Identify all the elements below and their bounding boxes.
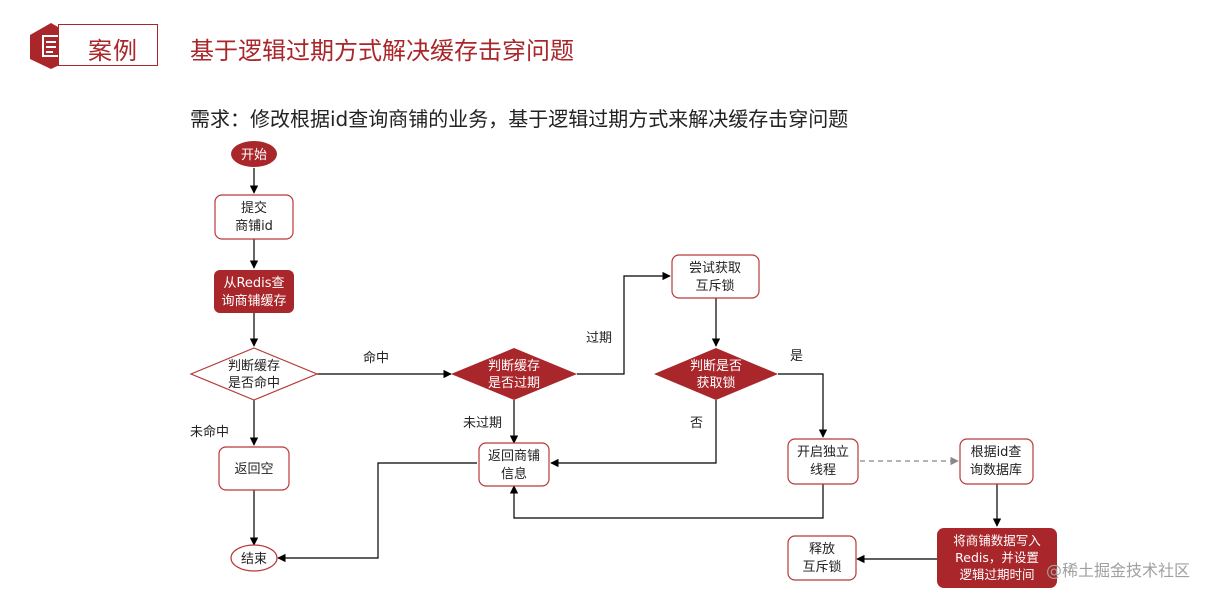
query-db-label-2: 询数据库 — [970, 462, 1022, 478]
start-label: 开始 — [241, 148, 267, 163]
return-null-node — [218, 446, 290, 491]
release-lock-label-2: 互斥锁 — [802, 559, 841, 575]
release-lock-label-1: 释放 — [809, 542, 835, 557]
check-expired-label-2: 是否过期 — [488, 376, 540, 391]
open-thread-node — [787, 438, 859, 485]
case-badge — [58, 24, 158, 66]
return-shop-label-2: 信息 — [501, 466, 527, 482]
edge-thread-returnshop — [509, 484, 824, 519]
submit-label-2: 商铺id — [235, 219, 273, 234]
query-redis-label-1: 从Redis查 — [223, 276, 284, 291]
edge-returnshop-end — [277, 462, 477, 563]
label-miss: 未命中 — [190, 424, 229, 440]
check-lock-node — [654, 348, 778, 400]
label-hit: 命中 — [363, 350, 389, 366]
end-label: 结束 — [241, 552, 267, 567]
edge-expired-trylock — [577, 271, 671, 375]
write-redis-node — [937, 528, 1057, 588]
edge-checklock-returnshop — [550, 400, 717, 468]
try-lock-node — [671, 254, 760, 299]
edge-checklock-thread — [778, 373, 828, 438]
write-redis-label-2: Redis，并设置 — [955, 550, 1039, 565]
write-redis-label-1: 将商铺数据写入 — [953, 533, 1041, 548]
try-lock-label-2: 互斥锁 — [695, 278, 734, 294]
query-db-label-1: 根据id查 — [971, 445, 1022, 460]
check-hit-label-1: 判断缓存 — [228, 359, 280, 374]
try-lock-label-1: 尝试获取 — [689, 261, 741, 276]
query-redis-label-2: 询商铺缓存 — [221, 294, 286, 309]
label-expired: 过期 — [586, 331, 612, 346]
check-lock-label-2: 获取锁 — [696, 375, 735, 391]
return-null-label: 返回空 — [234, 462, 273, 477]
label-not-expired: 未过期 — [463, 416, 502, 431]
label-yes: 是 — [790, 349, 803, 364]
check-hit-node — [189, 347, 319, 401]
check-expired-label-1: 判断缓存 — [488, 359, 540, 374]
case-badge-label: 案例 — [88, 37, 138, 65]
return-shop-node — [478, 442, 550, 487]
page-title: 基于逻辑过期方式解决缓存击穿问题 — [190, 37, 574, 65]
watermark: @稀土掘金技术社区 — [1046, 561, 1191, 580]
check-expired-node — [451, 348, 577, 400]
open-thread-label-2: 线程 — [810, 463, 836, 478]
return-shop-label-1: 返回商铺 — [488, 449, 540, 464]
query-db-node — [959, 438, 1034, 485]
check-lock-label-1: 判断是否 — [690, 359, 742, 374]
start-node — [231, 141, 277, 167]
query-redis-node — [214, 270, 294, 313]
end-node — [230, 544, 278, 572]
release-lock-node — [787, 535, 857, 581]
header: 案例 基于逻辑过期方式解决缓存击穿问题 — [0, 0, 1225, 90]
submit-label-1: 提交 — [241, 200, 267, 216]
write-redis-label-3: 逻辑过期时间 — [959, 567, 1034, 582]
label-no: 否 — [690, 416, 703, 431]
open-thread-label-1: 开启独立 — [797, 445, 849, 460]
check-hit-label-2: 是否命中 — [228, 375, 280, 391]
submit-node — [214, 194, 294, 240]
requirement-text: 需求：修改根据id查询商铺的业务，基于逻辑过期方式来解决缓存击穿问题 — [190, 107, 849, 131]
